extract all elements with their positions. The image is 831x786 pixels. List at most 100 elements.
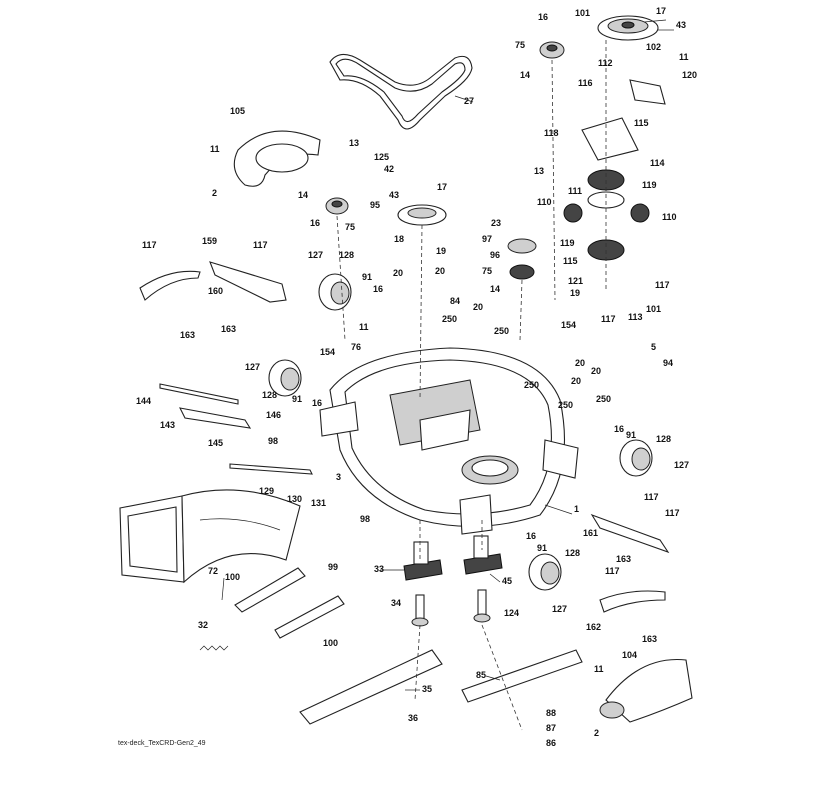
callout: 2	[594, 728, 599, 738]
spring-32	[199, 645, 229, 651]
callout: 163	[180, 330, 195, 340]
callout: 129	[259, 486, 274, 496]
callout: 111	[568, 186, 582, 196]
callout: 91	[362, 272, 372, 282]
idler-pulley-75-top	[539, 41, 565, 59]
callout: 76	[351, 342, 361, 352]
callout: 125	[374, 152, 389, 162]
callout: 159	[202, 236, 217, 246]
callout: 127	[552, 604, 567, 614]
callout: 72	[208, 566, 218, 576]
callout: 117	[665, 508, 680, 518]
callout: 101	[575, 8, 590, 18]
callout: 11	[359, 322, 369, 332]
bracket-143	[179, 407, 252, 429]
callout: 116	[578, 78, 593, 88]
callout: 115	[563, 256, 578, 266]
callout: 117	[142, 240, 157, 250]
callout: 20	[575, 358, 585, 368]
spindle-33	[403, 541, 443, 627]
callout: 13	[534, 166, 544, 176]
callout: 14	[298, 190, 308, 200]
callout: 16	[312, 398, 322, 408]
callout: 110	[537, 197, 552, 207]
callout: 117	[655, 280, 670, 290]
callout: 20	[473, 302, 483, 312]
idler-pulley-97	[507, 238, 537, 280]
callout: 143	[160, 420, 175, 430]
rod-129	[229, 463, 313, 475]
pulley-top-right	[597, 15, 659, 41]
callout: 17	[437, 182, 447, 192]
callout: 144	[136, 396, 151, 406]
callout: 96	[490, 250, 500, 260]
callout: 250	[494, 326, 509, 336]
callout-labels: 16 101 17 43 75 102 11 112 14 120 116 27…	[136, 6, 697, 748]
callout: 250	[596, 394, 611, 404]
callout: 91	[292, 394, 302, 404]
callout: 16	[614, 424, 624, 434]
spindle-45	[463, 535, 503, 623]
callout: 117	[644, 492, 659, 502]
callout: 42	[384, 164, 394, 174]
callout: 128	[565, 548, 580, 558]
callout: 86	[546, 738, 556, 748]
callout: 250	[524, 380, 539, 390]
callout: 11	[679, 52, 689, 62]
gauge-wheel-128-right-upper	[619, 439, 653, 477]
callout: 91	[626, 430, 636, 440]
callout: 163	[221, 324, 236, 334]
callout: 115	[634, 118, 649, 128]
callout: 117	[601, 314, 616, 324]
callout: 35	[422, 684, 432, 694]
callout: 17	[656, 6, 666, 16]
callout: 85	[476, 670, 486, 680]
callout: 87	[546, 723, 556, 733]
callout: 84	[450, 296, 460, 306]
callout: 97	[482, 234, 492, 244]
callout: 100	[323, 638, 338, 648]
callout: 19	[570, 288, 580, 298]
callout: 33	[374, 564, 384, 574]
gauge-wheel-128-right-lower	[528, 553, 562, 591]
callout: 16	[310, 218, 320, 228]
callout: 127	[674, 460, 689, 470]
callout: 14	[490, 284, 500, 294]
callout: 16	[373, 284, 383, 294]
callout: 118	[544, 128, 559, 138]
callout: 18	[394, 234, 404, 244]
discharge-chute-72	[119, 489, 301, 584]
blade-cover-104	[599, 658, 693, 723]
callout: 146	[266, 410, 281, 420]
callout: 128	[339, 250, 354, 260]
callout: 88	[546, 708, 556, 718]
callout: 99	[328, 562, 338, 572]
callout: 130	[287, 494, 302, 504]
callout: 14	[520, 70, 530, 80]
diagram-caption: tex-deck_TexCRD-Gen2_49	[118, 740, 206, 747]
lift-link-99	[234, 567, 306, 613]
callout: 154	[561, 320, 576, 330]
callout: 23	[491, 218, 501, 228]
callout: 11	[210, 144, 220, 154]
callout: 16	[526, 531, 536, 541]
callout: 250	[558, 400, 573, 410]
gear-stack-119	[563, 169, 650, 261]
callout: 145	[208, 438, 223, 448]
callout: 120	[682, 70, 697, 80]
wheel-bracket-159	[139, 270, 201, 301]
callout: 16	[538, 12, 548, 22]
callout: 117	[253, 240, 268, 250]
callout: 127	[245, 362, 260, 372]
callout: 131	[311, 498, 326, 508]
blade-85	[461, 649, 583, 703]
callout: 100	[225, 572, 240, 582]
bracket-plate-118	[581, 117, 639, 161]
rod-144	[159, 383, 239, 405]
callout: 11	[594, 664, 604, 674]
callout: 113	[628, 312, 643, 322]
callout: 91	[537, 543, 547, 553]
assembly-dashed-lines	[336, 40, 607, 731]
callout: 19	[436, 246, 446, 256]
